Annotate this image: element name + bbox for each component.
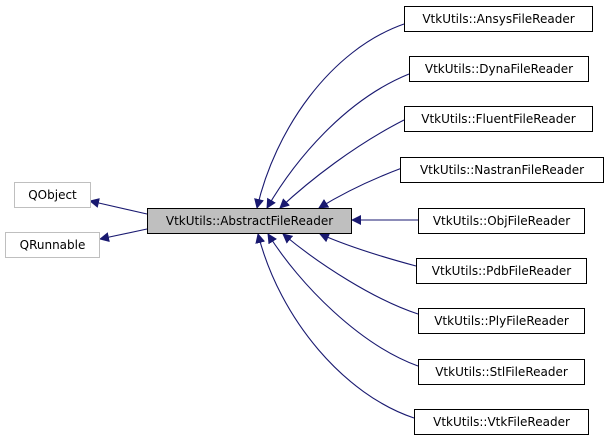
node-qrunnable[interactable]: QRunnable [5, 232, 100, 258]
edge-vtk [255, 233, 415, 419]
edge-fluent [279, 119, 405, 209]
node-vtk-file-reader[interactable]: VtkUtils::VtkFileReader [414, 409, 589, 435]
edge-pdb [319, 233, 417, 267]
node-ply-file-reader[interactable]: VtkUtils::PlyFileReader [418, 308, 585, 334]
node-pdb-file-reader[interactable]: VtkUtils::PdbFileReader [416, 258, 587, 284]
node-obj-file-reader[interactable]: VtkUtils::ObjFileReader [418, 208, 585, 234]
edge-nastran [318, 167, 403, 209]
edge-qrunnable [99, 228, 148, 243]
edge-dyna [266, 73, 410, 209]
node-abstract-file-reader[interactable]: VtkUtils::AbstractFileReader [147, 208, 352, 234]
edge-ply [282, 233, 419, 315]
node-stl-file-reader[interactable]: VtkUtils::StlFileReader [418, 359, 585, 385]
node-dyna-file-reader[interactable]: VtkUtils::DynaFileReader [409, 56, 589, 82]
node-fluent-file-reader[interactable]: VtkUtils::FluentFileReader [404, 106, 593, 132]
edge-ansys [254, 23, 405, 209]
node-qobject[interactable]: QObject [14, 182, 91, 208]
edge-qobject [89, 198, 148, 215]
node-nastran-file-reader[interactable]: VtkUtils::NastranFileReader [400, 157, 604, 183]
node-ansys-file-reader[interactable]: VtkUtils::AnsysFileReader [404, 6, 593, 32]
edge-stl [267, 233, 419, 367]
